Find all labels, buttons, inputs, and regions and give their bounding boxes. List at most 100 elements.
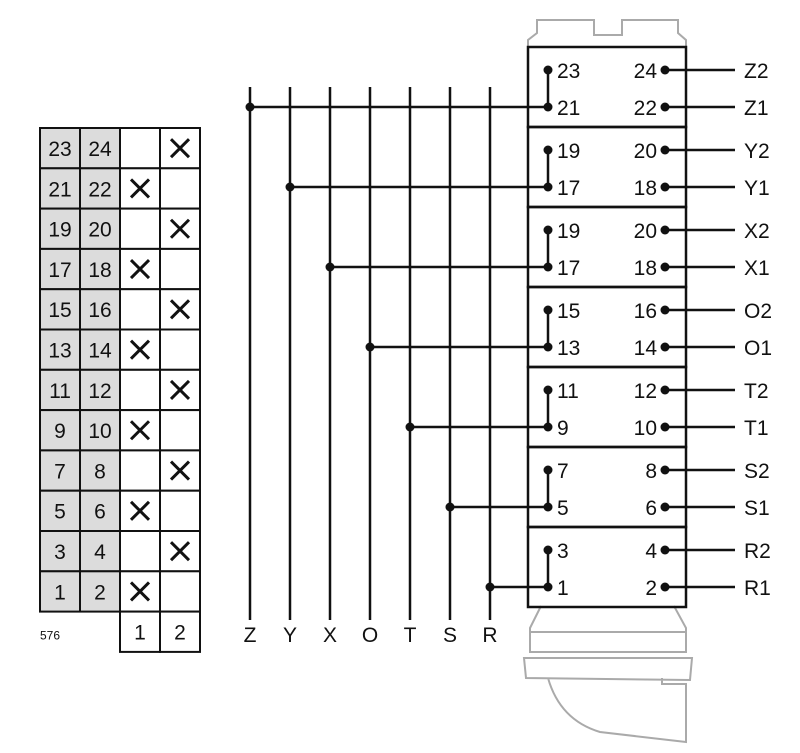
output-label: X1 bbox=[744, 257, 770, 280]
output-label: Z1 bbox=[744, 97, 769, 120]
output-label: Z2 bbox=[744, 60, 769, 83]
terminal-number: 14 bbox=[634, 337, 658, 360]
contact-number: 21 bbox=[48, 178, 71, 201]
contact-number: 14 bbox=[88, 340, 112, 363]
bus-label: Y bbox=[283, 624, 297, 647]
terminal-number: 4 bbox=[645, 540, 657, 563]
terminal-dot bbox=[543, 182, 553, 192]
output-label: R2 bbox=[744, 540, 771, 563]
bus-x: X bbox=[323, 87, 548, 647]
position-cell-2 bbox=[159, 167, 201, 210]
position-cell-2 bbox=[159, 489, 201, 533]
diagram-code: 576 bbox=[40, 629, 60, 643]
contact-number: 8 bbox=[94, 460, 106, 483]
x-mark-icon bbox=[169, 379, 191, 401]
terminal-number: 16 bbox=[634, 300, 657, 323]
x-mark-icon bbox=[129, 500, 151, 521]
position-cell-1 bbox=[119, 368, 161, 412]
terminal-number: 23 bbox=[557, 60, 580, 83]
terminal-dot bbox=[543, 65, 553, 75]
contact-number: 9 bbox=[54, 420, 66, 443]
terminal-number: 10 bbox=[634, 417, 657, 440]
terminal-dot bbox=[543, 145, 553, 155]
terminal-number: 19 bbox=[557, 140, 580, 163]
contact-number: 2 bbox=[94, 581, 106, 604]
terminal-number: 1 bbox=[557, 577, 569, 600]
x-mark-icon bbox=[169, 138, 191, 159]
output-label: S1 bbox=[744, 497, 770, 520]
output-label: Y1 bbox=[744, 177, 770, 200]
output-label: Y2 bbox=[744, 140, 770, 163]
terminal-dot bbox=[543, 225, 553, 235]
terminal-number: 17 bbox=[557, 177, 580, 200]
terminal-number: 12 bbox=[634, 380, 657, 403]
contact-number: 12 bbox=[88, 380, 111, 403]
switch-housing bbox=[522, 19, 694, 744]
bus-o: O bbox=[362, 87, 548, 647]
position-cell-1 bbox=[119, 207, 161, 250]
x-mark-stroke bbox=[129, 258, 151, 280]
contact-number: 22 bbox=[88, 178, 111, 201]
x-mark-stroke bbox=[169, 460, 191, 481]
position-cell-2 bbox=[159, 328, 201, 371]
block-outline bbox=[526, 285, 688, 369]
contact-number: 19 bbox=[48, 219, 71, 242]
x-mark-stroke bbox=[129, 500, 151, 521]
output-label: T1 bbox=[744, 417, 769, 440]
block-outline bbox=[526, 365, 688, 449]
block-outline bbox=[526, 445, 688, 529]
junction-dot bbox=[485, 582, 495, 592]
output-label: S2 bbox=[744, 460, 770, 483]
contact-number: 1 bbox=[54, 581, 66, 604]
block-outline bbox=[526, 45, 688, 129]
junction-dot bbox=[445, 502, 455, 512]
contact-number: 15 bbox=[48, 299, 71, 322]
terminal-number: 2 bbox=[645, 577, 657, 600]
terminal-number: 13 bbox=[557, 337, 580, 360]
x-mark-icon bbox=[169, 460, 191, 481]
x-mark-stroke bbox=[169, 541, 191, 562]
bus-label: Z bbox=[244, 624, 257, 647]
x-mark-stroke bbox=[129, 178, 151, 199]
terminal-number: 6 bbox=[645, 497, 657, 520]
position-cell-1 bbox=[119, 449, 161, 492]
contact-blocks: 23212422Z2Z119172018Y2Y119172018X2X11513… bbox=[526, 45, 772, 609]
x-mark-stroke bbox=[129, 420, 151, 441]
block-outline bbox=[526, 205, 688, 289]
terminal-number: 3 bbox=[557, 540, 569, 563]
bus-label: R bbox=[482, 624, 497, 647]
terminal-dot bbox=[543, 102, 553, 112]
x-mark-stroke bbox=[169, 218, 191, 239]
x-mark-icon bbox=[129, 178, 151, 199]
x-mark-icon bbox=[129, 581, 151, 602]
terminal-number: 18 bbox=[634, 177, 657, 200]
terminal-dot bbox=[543, 342, 553, 352]
terminal-number: 20 bbox=[634, 140, 657, 163]
bus-t: T bbox=[404, 87, 548, 647]
terminal-number: 11 bbox=[557, 380, 579, 403]
column-header: 1 bbox=[134, 622, 146, 645]
bus-s: S bbox=[443, 87, 548, 647]
terminal-dot bbox=[543, 305, 553, 315]
contact-number: 5 bbox=[54, 501, 66, 524]
terminal-dot bbox=[543, 582, 553, 592]
terminal-number: 7 bbox=[557, 460, 569, 483]
bottom-connector-outline bbox=[522, 605, 694, 744]
position-cell-1 bbox=[119, 288, 161, 331]
bus-y: Y bbox=[283, 87, 548, 647]
output-label: R1 bbox=[744, 577, 771, 600]
output-label: O1 bbox=[744, 337, 772, 360]
bus-label: S bbox=[443, 624, 457, 647]
